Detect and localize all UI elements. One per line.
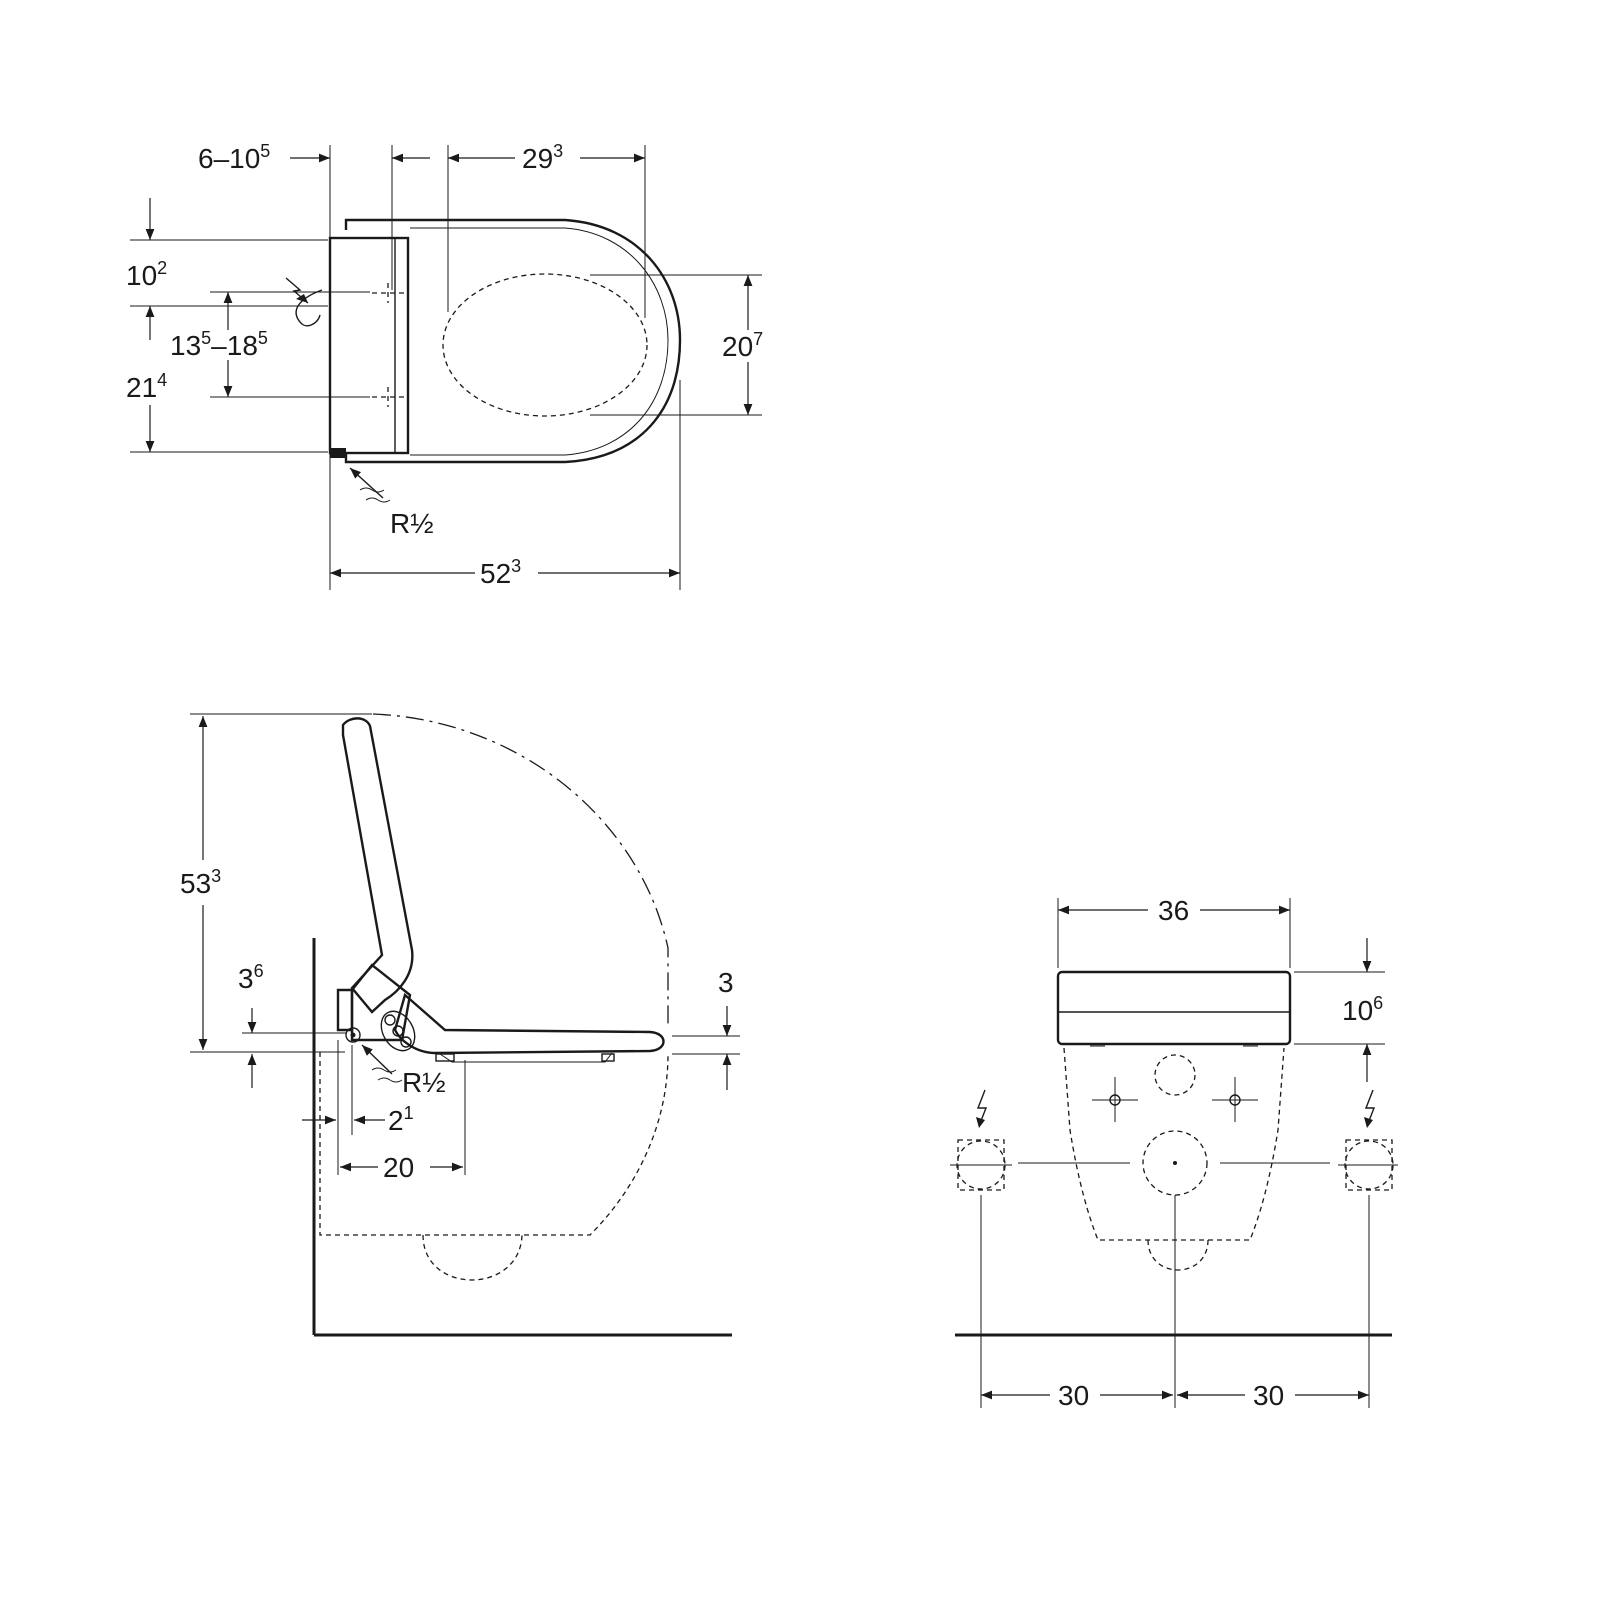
side-open-lid — [341, 717, 414, 1014]
dim-side-height-label: 533 — [180, 866, 221, 899]
side-control-buttons — [380, 1010, 416, 1052]
side-water-inlet-arrow-icon — [361, 1044, 403, 1083]
dim-length-label: 523 — [480, 556, 521, 589]
top-seat-outline — [344, 218, 682, 464]
front-flush-hole — [1154, 1054, 1196, 1096]
side-hinge-body — [350, 963, 412, 1042]
top-view: 6–105 293 102 135–185 214 207 523 — [126, 141, 763, 590]
front-socket-right — [1338, 1139, 1398, 1191]
dim-front-width-label: 36 — [1158, 895, 1189, 926]
water-inlet-arrow-icon — [349, 467, 391, 503]
dim-seat-width-label: 293 — [522, 141, 563, 174]
top-water-connector — [330, 448, 346, 458]
front-fixing-right — [1212, 1077, 1258, 1122]
dim-front-left-label: 30 — [1058, 1380, 1089, 1411]
top-lid-inner — [410, 227, 669, 456]
top-fixing-upper — [372, 283, 404, 303]
dim-lower-label: 214 — [126, 370, 167, 403]
dim-top-label: 102 — [126, 258, 167, 291]
side-water-inlet-label: R½ — [402, 1067, 446, 1098]
side-seat — [393, 992, 665, 1055]
dim-front-height-label: 106 — [1342, 993, 1383, 1026]
front-socket-left — [950, 1139, 1012, 1191]
front-bowl-dashed — [1063, 1047, 1285, 1241]
side-bowl-dashed — [319, 1052, 669, 1236]
top-bowl-opening — [442, 273, 648, 417]
power-icon — [285, 277, 323, 327]
front-fixing-left — [1092, 1077, 1138, 1122]
water-inlet-label: R½ — [390, 508, 434, 539]
front-view: 36 106 30 30 — [950, 895, 1398, 1411]
dim-side-seat-label: 36 — [238, 961, 264, 994]
dim-front-right-label: 30 — [1253, 1380, 1284, 1411]
side-lid-swing-arc — [372, 713, 669, 1024]
dim-offset-label: 6–105 — [198, 141, 270, 174]
dim-side-seat-thickness-label: 3 — [718, 967, 734, 998]
power-icon-right — [1364, 1089, 1376, 1128]
side-hinge-block — [336, 988, 354, 1032]
side-hinge-pivot — [345, 1027, 361, 1043]
dim-bowl-label: 207 — [722, 329, 763, 362]
front-outlet-hole — [1142, 1130, 1208, 1196]
front-control-box — [1056, 970, 1292, 1046]
dim-side-inlet-offset-label: 21 — [388, 1103, 414, 1136]
top-fixing-lower — [372, 387, 404, 407]
dim-fix-range-label: 135–185 — [170, 328, 268, 361]
side-view: 533 36 3 21 20 R½ — [180, 713, 740, 1337]
power-icon-left — [976, 1089, 988, 1128]
dim-side-depth-label: 20 — [383, 1152, 414, 1183]
top-control-box — [328, 236, 410, 455]
